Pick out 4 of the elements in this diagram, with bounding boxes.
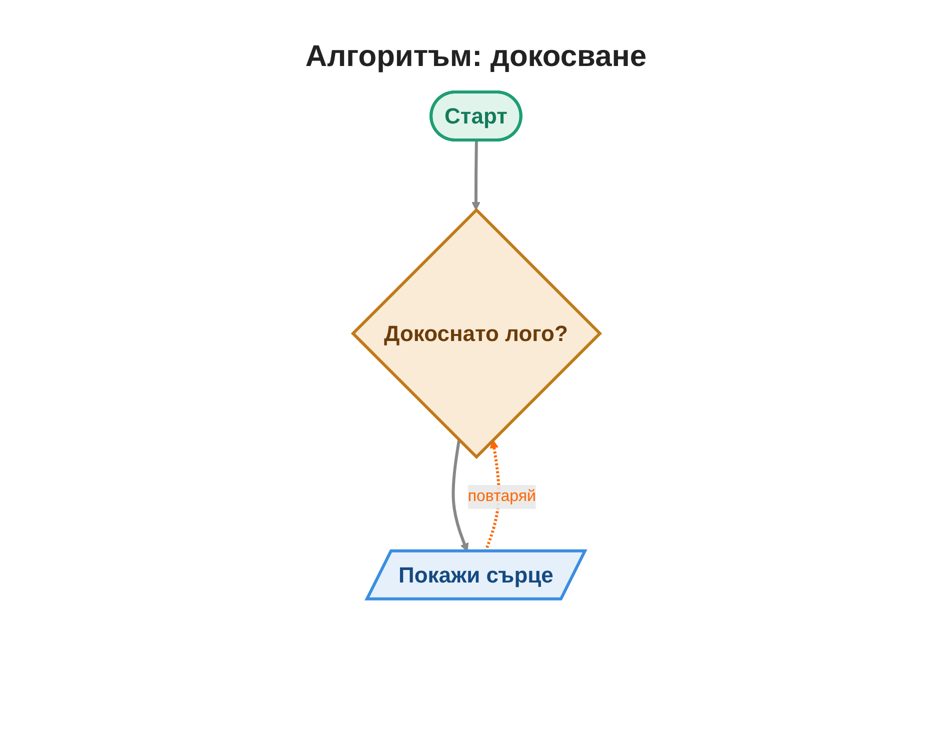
node-diamond: Докоснато лого? <box>350 208 602 460</box>
diagram-title: Алгоритъм: докосване <box>304 40 648 74</box>
edge-label: повтаряй <box>467 488 536 505</box>
arrow <box>471 140 480 210</box>
